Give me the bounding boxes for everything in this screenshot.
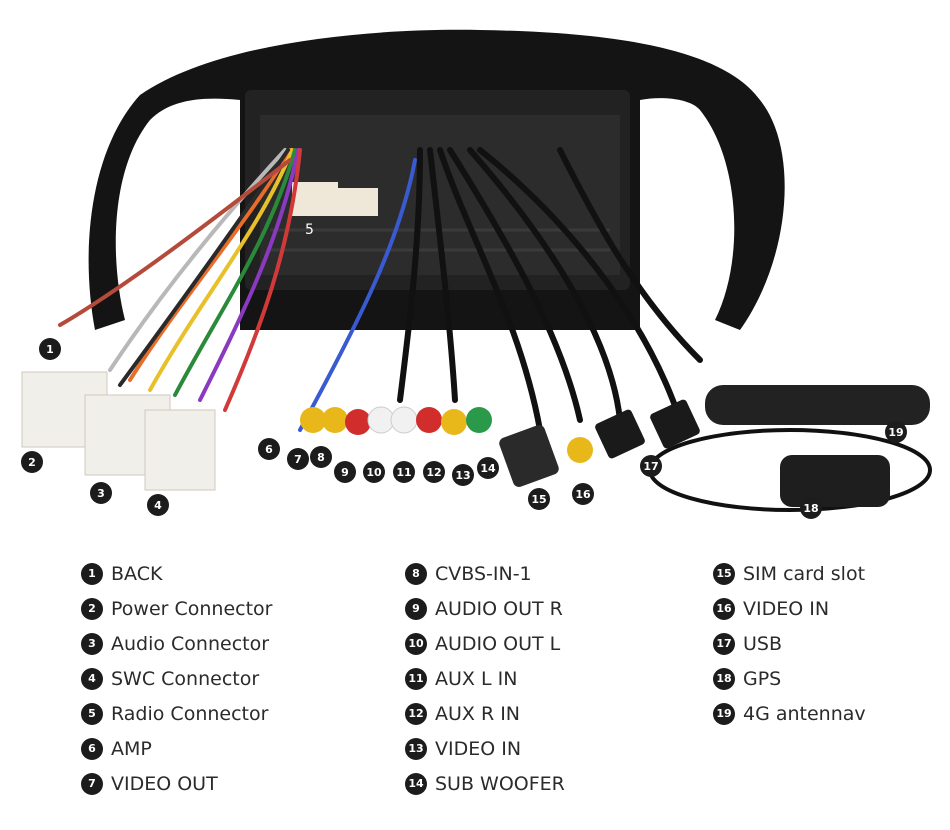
legend-badge: 7: [81, 772, 103, 795]
legend-column-2: 8 CVBS-IN-1 9 AUDIO OUT R 10 AUDIO OUT L…: [405, 556, 565, 801]
callout-badge: 2: [21, 451, 43, 473]
legend-label: VIDEO OUT: [111, 772, 218, 795]
legend-badge: 14: [405, 772, 427, 795]
legend-label: SWC Connector: [111, 667, 260, 690]
legend-label: SUB WOOFER: [435, 772, 565, 795]
legend-badge: 11: [405, 667, 427, 690]
legend-item: 14 SUB WOOFER: [405, 766, 565, 801]
legend-label: GPS: [743, 667, 782, 690]
legend-label: AUX R IN: [435, 702, 521, 725]
callout-badge: 10: [363, 461, 385, 483]
callout-5: 5: [305, 222, 314, 238]
legend-badge: 6: [81, 737, 103, 760]
legend-item: 16 VIDEO IN: [713, 591, 866, 626]
callout-badge: 13: [452, 464, 474, 486]
callout-badge: 7: [287, 448, 309, 470]
legend-item: 1 BACK: [81, 556, 272, 591]
callout-badge: 18: [800, 497, 822, 519]
legend-item: 7 VIDEO OUT: [81, 766, 272, 801]
legend-badge: 5: [81, 702, 103, 725]
legend-label: AUDIO OUT R: [435, 597, 563, 620]
callout-badge: 14: [477, 457, 499, 479]
sim-slot: [499, 425, 559, 487]
legend-item: 2 Power Connector: [81, 591, 272, 626]
legend-badge: 13: [405, 737, 427, 760]
callout-badge: 19: [885, 421, 907, 443]
legend-item: 12 AUX R IN: [405, 696, 565, 731]
legend-badge: 17: [713, 632, 735, 655]
rca-plug: [300, 407, 326, 433]
callout-badge: 1: [39, 338, 61, 360]
legend-item: 9 AUDIO OUT R: [405, 591, 565, 626]
product-photo: [21, 29, 932, 512]
legend-label: AUDIO OUT L: [435, 632, 561, 655]
legend-badge: 9: [405, 597, 427, 620]
legend-label: 4G antennav: [743, 702, 866, 725]
usb-plug: [595, 409, 645, 459]
legend-item: 17 USB: [713, 626, 866, 661]
legend-item: 3 Audio Connector: [81, 626, 272, 661]
video-in-plug: [567, 437, 593, 463]
legend-badge: 12: [405, 702, 427, 725]
4g-antenna: [705, 385, 930, 425]
legend-item: 5 Radio Connector: [81, 696, 272, 731]
legend-badge: 19: [713, 702, 735, 725]
legend-label: AUX L IN: [435, 667, 518, 690]
callout-badge: 16: [572, 483, 594, 505]
callout-badge: 4: [147, 494, 169, 516]
legend-badge: 1: [81, 562, 103, 585]
legend-label: SIM card slot: [743, 562, 866, 585]
legend-item: 19 4G antennav: [713, 696, 866, 731]
legend-column-1: 1 BACK 2 Power Connector 3 Audio Connect…: [81, 556, 272, 801]
legend-badge: 10: [405, 632, 427, 655]
callout-badge: 6: [258, 438, 280, 460]
legend-item: 11 AUX L IN: [405, 661, 565, 696]
callout-badge: 8: [310, 446, 332, 468]
callout-badge: 9: [334, 461, 356, 483]
legend-label: VIDEO IN: [743, 597, 830, 620]
radio-connector: [292, 182, 338, 216]
swc-connector: [144, 409, 216, 491]
callout-badge: 17: [640, 455, 662, 477]
legend-badge: 2: [81, 597, 103, 620]
legend-label: VIDEO IN: [435, 737, 522, 760]
legend-badge: 4: [81, 667, 103, 690]
callout-badge: 11: [393, 461, 415, 483]
legend-label: BACK: [111, 562, 163, 585]
callout-badge: 15: [528, 488, 550, 510]
callout-badge: 3: [90, 482, 112, 504]
legend-badge: 8: [405, 562, 427, 585]
legend-label: Radio Connector: [111, 702, 269, 725]
legend-badge: 3: [81, 632, 103, 655]
legend-item: 13 VIDEO IN: [405, 731, 565, 766]
legend-label: USB: [743, 632, 783, 655]
gps-puck: [780, 455, 890, 507]
callout-badge: 12: [423, 461, 445, 483]
legend-item: 18 GPS: [713, 661, 866, 696]
legend-item: 15 SIM card slot: [713, 556, 866, 591]
legend-item: 4 SWC Connector: [81, 661, 272, 696]
legend-label: AMP: [111, 737, 152, 760]
legend-item: 8 CVBS-IN-1: [405, 556, 565, 591]
legend-item: 6 AMP: [81, 731, 272, 766]
legend-label: Power Connector: [111, 597, 273, 620]
legend-label: CVBS-IN-1: [435, 562, 532, 585]
legend-column-3: 15 SIM card slot 16 VIDEO IN 17 USB 18 G…: [713, 556, 866, 731]
legend-badge: 16: [713, 597, 735, 620]
legend-item: 10 AUDIO OUT L: [405, 626, 565, 661]
legend-badge: 15: [713, 562, 735, 585]
legend-label: Audio Connector: [111, 632, 270, 655]
legend-badge: 18: [713, 667, 735, 690]
